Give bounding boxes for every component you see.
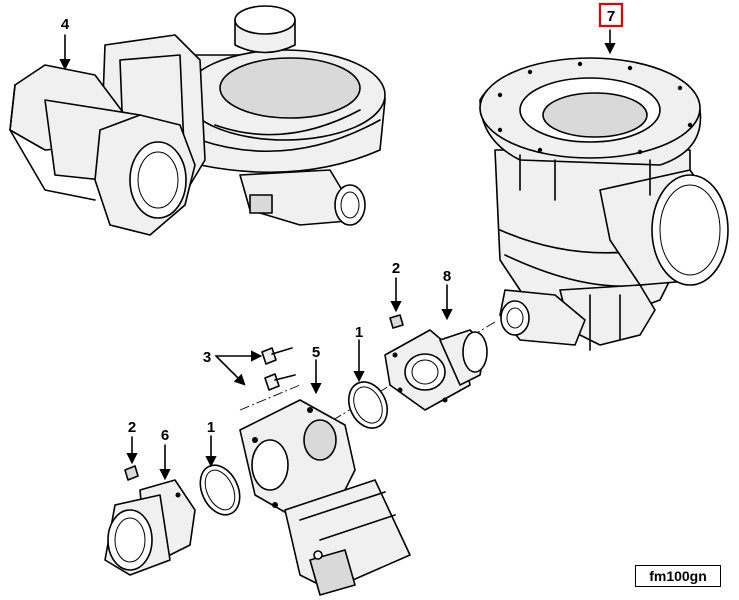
callout-2-upper: 2	[392, 260, 400, 277]
part-1-oring-upper	[347, 381, 389, 429]
part-2-plug-lower	[124, 465, 139, 481]
part-6-inlet-adapter	[104, 479, 196, 576]
callout-1-lower: 1	[207, 419, 215, 436]
part-1-oring-lower	[199, 464, 241, 516]
callout-7-highlight-box	[598, 2, 624, 28]
callout-1-upper: 1	[355, 324, 363, 341]
callout-labels: 4 7 8 2 1 5 3 2 6 1	[61, 2, 624, 444]
callout-4: 4	[61, 16, 70, 33]
callout-8: 8	[443, 268, 451, 285]
part-7-bowl-housing	[479, 57, 729, 351]
callout-2-lower: 2	[128, 419, 136, 436]
callout-arrows	[59, 29, 616, 481]
callout-5: 5	[312, 344, 320, 361]
part-4-regulator	[9, 5, 386, 236]
part-3-bolts	[239, 347, 301, 411]
part-2-plug-upper	[389, 314, 404, 329]
part-5-valve-body	[239, 399, 411, 596]
callout-3: 3	[203, 349, 211, 366]
part-8-flange-adapter	[299, 321, 496, 441]
callout-7: 7	[607, 8, 615, 25]
callout-6: 6	[161, 427, 169, 444]
figure-reference-code: fm100gn	[635, 565, 721, 587]
